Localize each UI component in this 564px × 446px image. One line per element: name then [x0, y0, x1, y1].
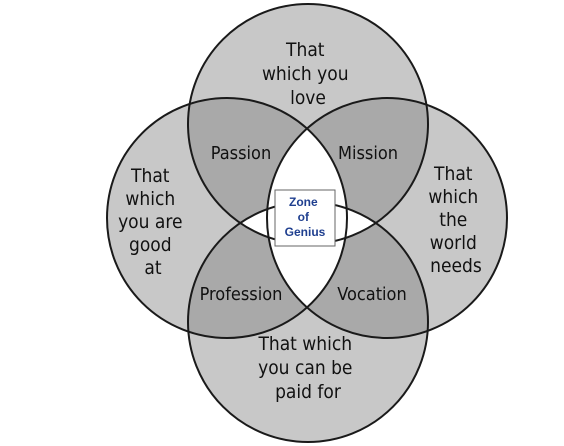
- label-profession: Profession: [200, 284, 283, 305]
- label-love: That which you love: [262, 39, 354, 109]
- zone-of-genius-box: [274, 189, 336, 247]
- label-passion: Passion: [211, 143, 271, 164]
- label-paid-for: That which you can be paid for: [257, 333, 357, 403]
- label-zone-of-genius: Zone of Genius: [285, 195, 326, 239]
- label-mission: Mission: [338, 143, 398, 164]
- label-vocation: Vocation: [337, 284, 406, 305]
- label-world-needs: That which the world needs: [428, 163, 483, 277]
- outline-good-at: [106, 97, 348, 339]
- label-good-at: That which you are good at: [118, 165, 188, 279]
- outline-world-needs: [266, 97, 508, 339]
